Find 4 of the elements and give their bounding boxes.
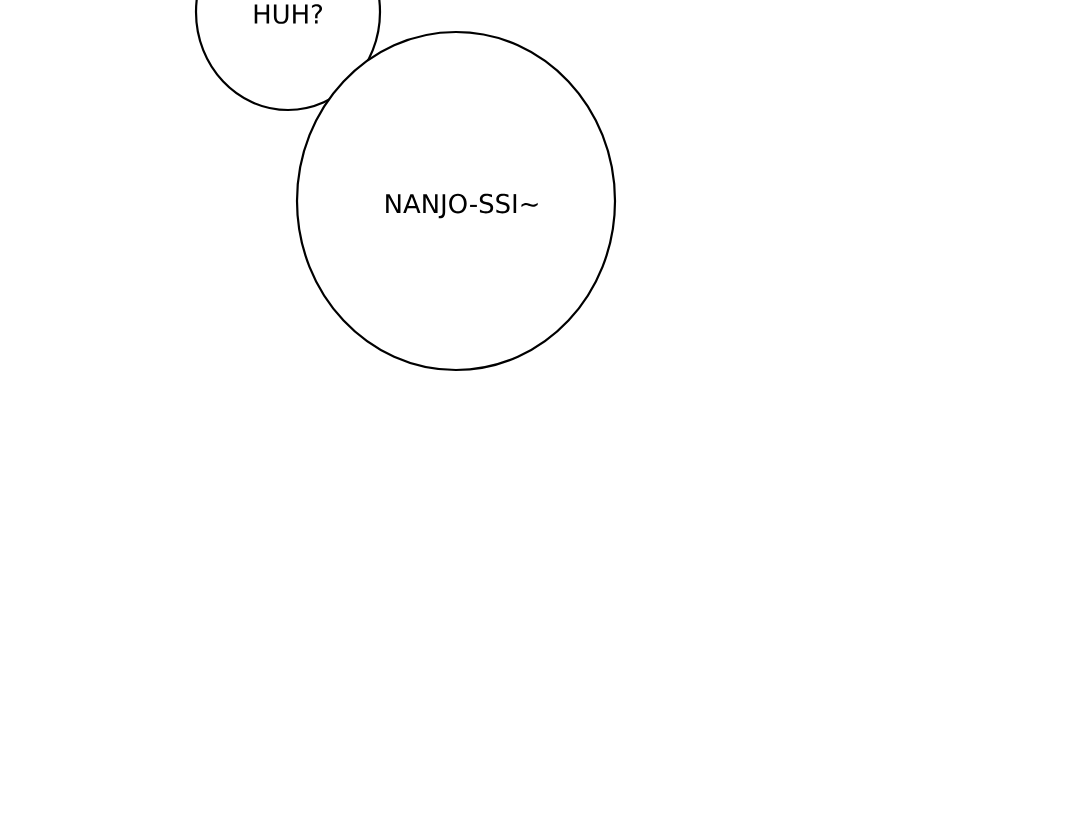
speech-bubble	[194, 0, 382, 112]
speech-bubble	[295, 30, 617, 372]
speech-text: NANJO-SSI~	[386, 193, 538, 219]
speech-text: HUH?	[254, 4, 323, 24]
